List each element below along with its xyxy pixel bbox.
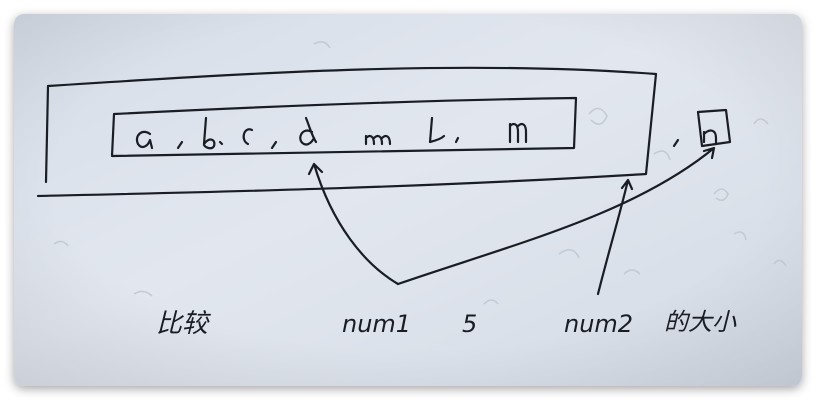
handwritten-annotations: 比较 num1 5 num2 的大小 [156, 308, 737, 339]
num1-value: 5 [462, 310, 477, 338]
ink-drawing [36, 66, 732, 296]
dot-b [218, 140, 224, 146]
comma-1 [176, 140, 184, 150]
show-through-marks [53, 40, 787, 305]
small-box-n [696, 108, 732, 148]
compare-label: 比较 [156, 309, 212, 339]
num2-label: num2 [564, 310, 633, 338]
comma-2 [270, 140, 278, 150]
comma-3 [454, 136, 460, 144]
letter-n [702, 129, 718, 146]
arrow-to-c [307, 162, 400, 286]
letter-a [135, 130, 154, 150]
inner-box [110, 96, 578, 158]
photo-frame: 比较 num1 5 num2 的大小 [14, 14, 802, 386]
letter-m [508, 122, 528, 144]
arrow-to-m [596, 178, 634, 296]
letter-l [428, 116, 446, 144]
num1-label: num1 [342, 310, 411, 338]
paper-vignette [14, 14, 802, 386]
arrow-to-n [396, 146, 716, 286]
outer-box [36, 66, 658, 198]
comma-4 [672, 138, 680, 148]
letter-c [242, 128, 254, 146]
size-label: 的大小 [664, 308, 737, 336]
notebook-paper-photo: 比较 num1 5 num2 的大小 [14, 14, 802, 386]
letter-d [299, 116, 318, 146]
ellipsis [364, 134, 392, 146]
letter-b [202, 116, 216, 150]
